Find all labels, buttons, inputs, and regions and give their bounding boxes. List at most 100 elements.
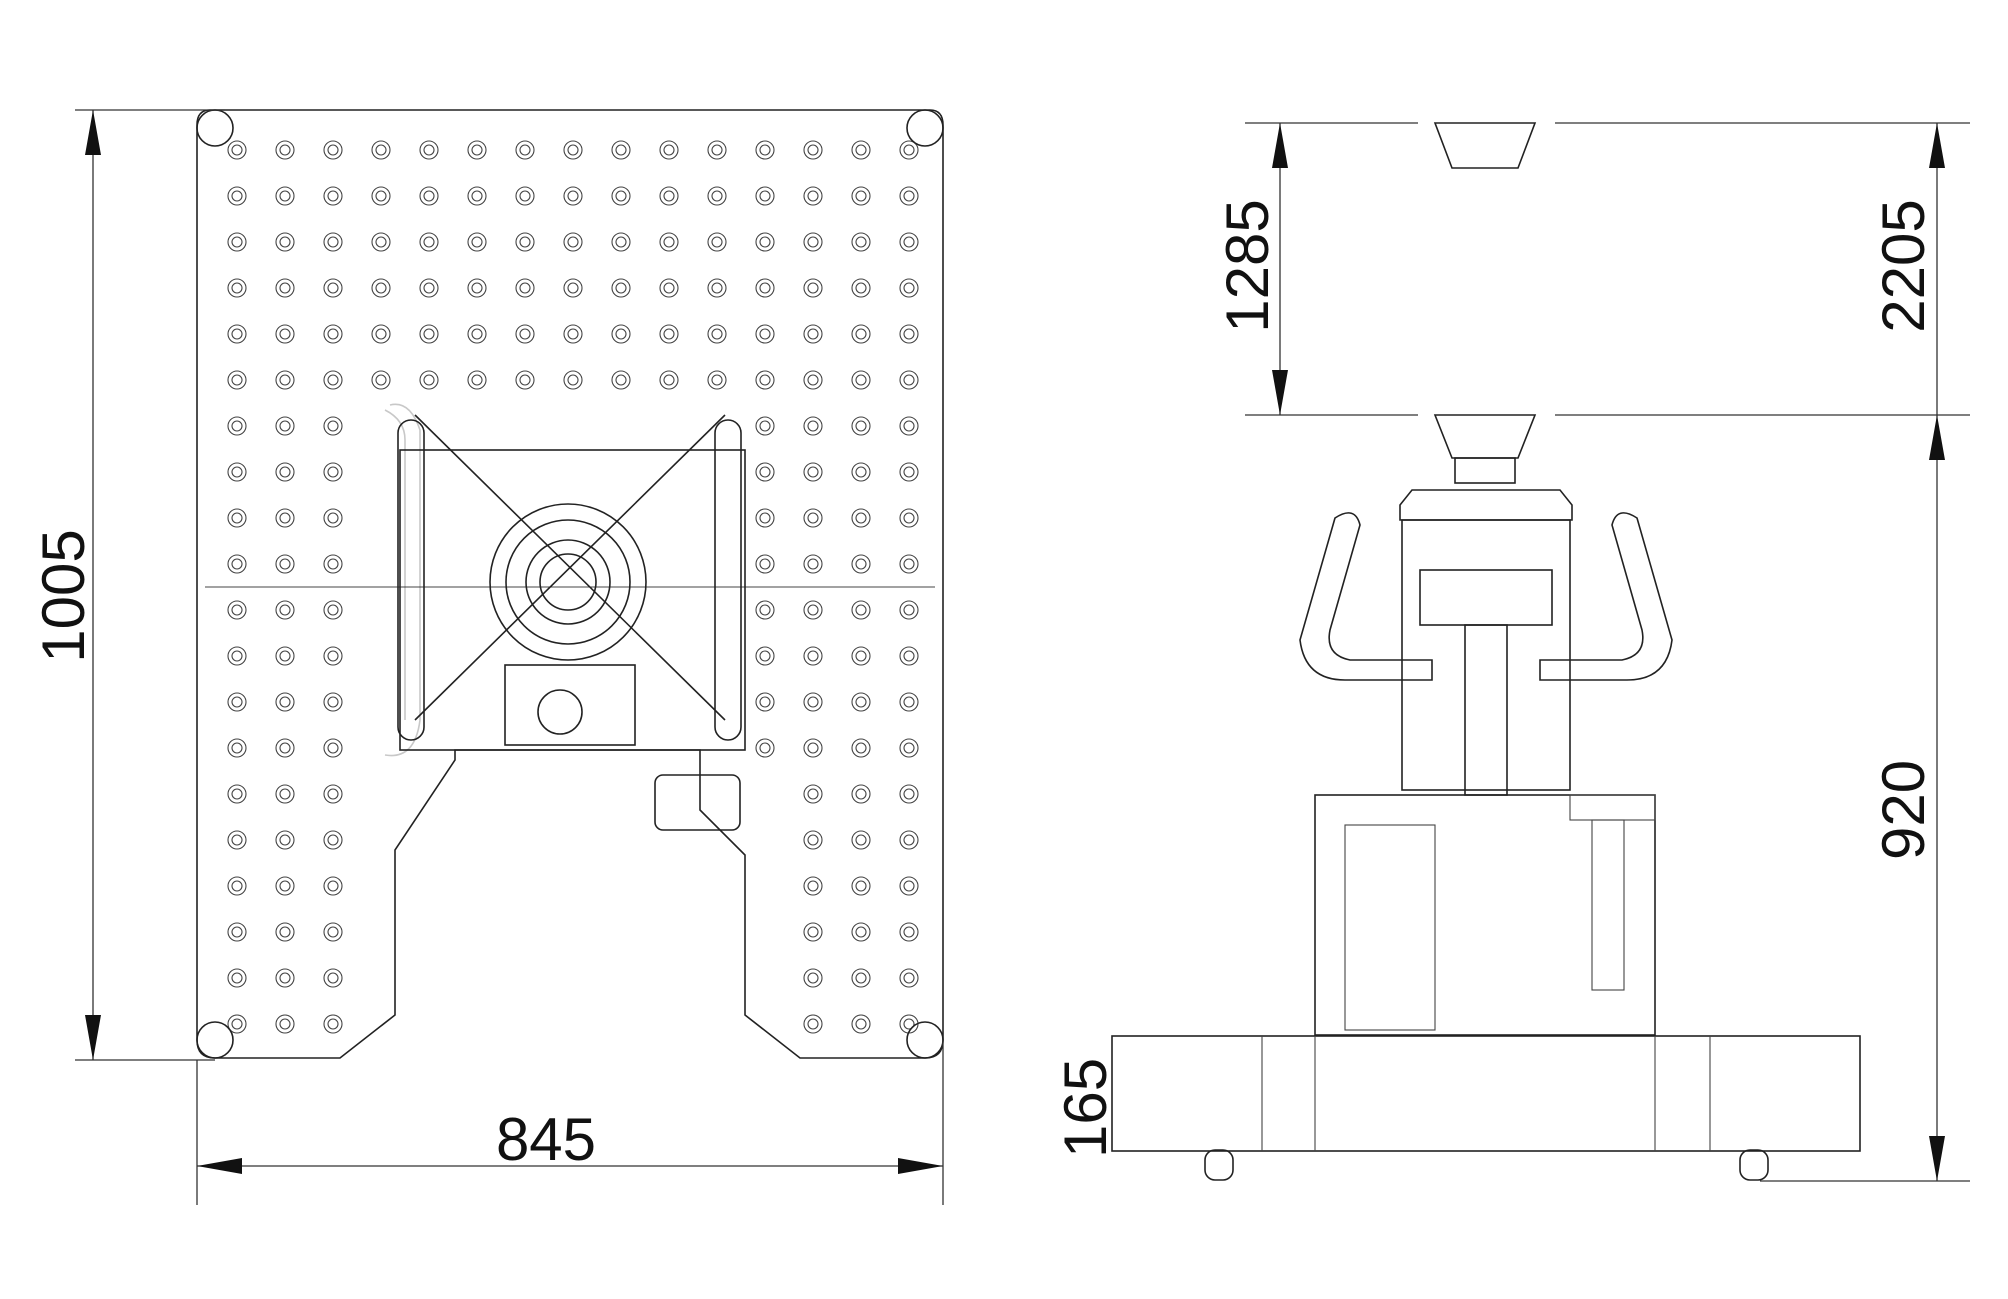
mounting-hole [899, 738, 919, 758]
mounting-hole [371, 186, 391, 206]
mounting-hole-inner [759, 604, 771, 616]
mounting-hole [323, 232, 343, 252]
top-view [196, 109, 944, 1059]
mounting-hole [803, 508, 823, 528]
mounting-hole [899, 600, 919, 620]
mounting-hole [275, 1014, 295, 1034]
mounting-hole-inner [759, 420, 771, 432]
mounting-hole [851, 738, 871, 758]
mounting-hole-inner [231, 466, 243, 478]
mounting-hole [419, 232, 439, 252]
mounting-hole [515, 370, 535, 390]
mounting-hole-inner [279, 374, 291, 386]
mounting-hole-inner [519, 190, 531, 202]
mounting-hole [467, 324, 487, 344]
mounting-hole-inner [903, 788, 915, 800]
mounting-hole-inner [279, 420, 291, 432]
mounting-hole [275, 600, 295, 620]
mounting-hole-inner [903, 880, 915, 892]
mounting-hole [275, 646, 295, 666]
mounting-hole-inner [807, 374, 819, 386]
pedal [654, 774, 741, 831]
mounting-hole [755, 738, 775, 758]
mounting-hole-inner [711, 144, 723, 156]
mounting-hole [323, 784, 343, 804]
mounting-hole-inner [903, 834, 915, 846]
mounting-hole-inner [231, 880, 243, 892]
mounting-hole [899, 462, 919, 482]
mounting-hole [755, 140, 775, 160]
mounting-hole-inner [807, 834, 819, 846]
mounting-hole [803, 416, 823, 436]
mounting-hole [275, 508, 295, 528]
mounting-hole [659, 278, 679, 298]
lift-head-ring [525, 539, 611, 625]
mounting-hole-inner [423, 144, 435, 156]
mounting-hole-inner [855, 742, 867, 754]
wheel [1204, 1149, 1234, 1181]
right-handle-front [1539, 512, 1673, 681]
mounting-hole [275, 876, 295, 896]
hole-grid [227, 140, 919, 1034]
mounting-hole-inner [903, 282, 915, 294]
mounting-hole-inner [327, 558, 339, 570]
corner-bumper [196, 109, 234, 147]
mounting-hole [803, 600, 823, 620]
dim-max-height: 2205 [1870, 199, 1937, 332]
mounting-hole-inner [423, 328, 435, 340]
mounting-hole [227, 462, 247, 482]
mounting-hole [323, 324, 343, 344]
mounting-hole [755, 416, 775, 436]
mounting-hole [563, 232, 583, 252]
mounting-hole-inner [711, 190, 723, 202]
plate-outline [196, 109, 944, 1059]
mounting-hole-inner [279, 558, 291, 570]
mounting-hole [515, 140, 535, 160]
mounting-hole [803, 646, 823, 666]
mounting-hole-inner [903, 742, 915, 754]
mounting-hole-inner [327, 972, 339, 984]
mounting-hole-inner [807, 742, 819, 754]
mounting-hole-inner [375, 282, 387, 294]
mounting-hole-inner [903, 328, 915, 340]
mounting-hole [755, 554, 775, 574]
center-frame [399, 449, 746, 751]
mounting-hole-inner [567, 328, 579, 340]
mounting-hole-inner [807, 696, 819, 708]
corner-bumper [906, 1021, 944, 1059]
mounting-hole-inner [759, 374, 771, 386]
mounting-hole [323, 968, 343, 988]
mounting-hole [851, 784, 871, 804]
mounting-hole-inner [759, 328, 771, 340]
mounting-hole-inner [279, 466, 291, 478]
mounting-hole-inner [807, 512, 819, 524]
mounting-hole [227, 508, 247, 528]
dim-plate-length: 1005 [30, 529, 97, 662]
mounting-hole [851, 186, 871, 206]
knob-icon [537, 689, 583, 735]
mounting-hole [515, 232, 535, 252]
mounting-hole [467, 140, 487, 160]
mounting-hole-inner [759, 236, 771, 248]
lift-head [489, 503, 647, 661]
left-handle [397, 419, 425, 741]
mounting-hole-inner [279, 650, 291, 662]
mounting-hole-inner [375, 328, 387, 340]
mounting-hole [611, 186, 631, 206]
mounting-hole-inner [519, 374, 531, 386]
mounting-hole-inner [327, 788, 339, 800]
mounting-hole [755, 462, 775, 482]
mounting-hole-inner [231, 696, 243, 708]
mounting-hole [755, 646, 775, 666]
mounting-hole-inner [855, 190, 867, 202]
mounting-hole [275, 140, 295, 160]
mounting-hole-inner [231, 374, 243, 386]
mounting-hole-inner [423, 236, 435, 248]
mounting-hole [851, 646, 871, 666]
mounting-hole-inner [759, 742, 771, 754]
mounting-hole [227, 968, 247, 988]
mounting-hole [899, 186, 919, 206]
mounting-hole-inner [471, 144, 483, 156]
mounting-hole-inner [327, 650, 339, 662]
mounting-hole [803, 830, 823, 850]
